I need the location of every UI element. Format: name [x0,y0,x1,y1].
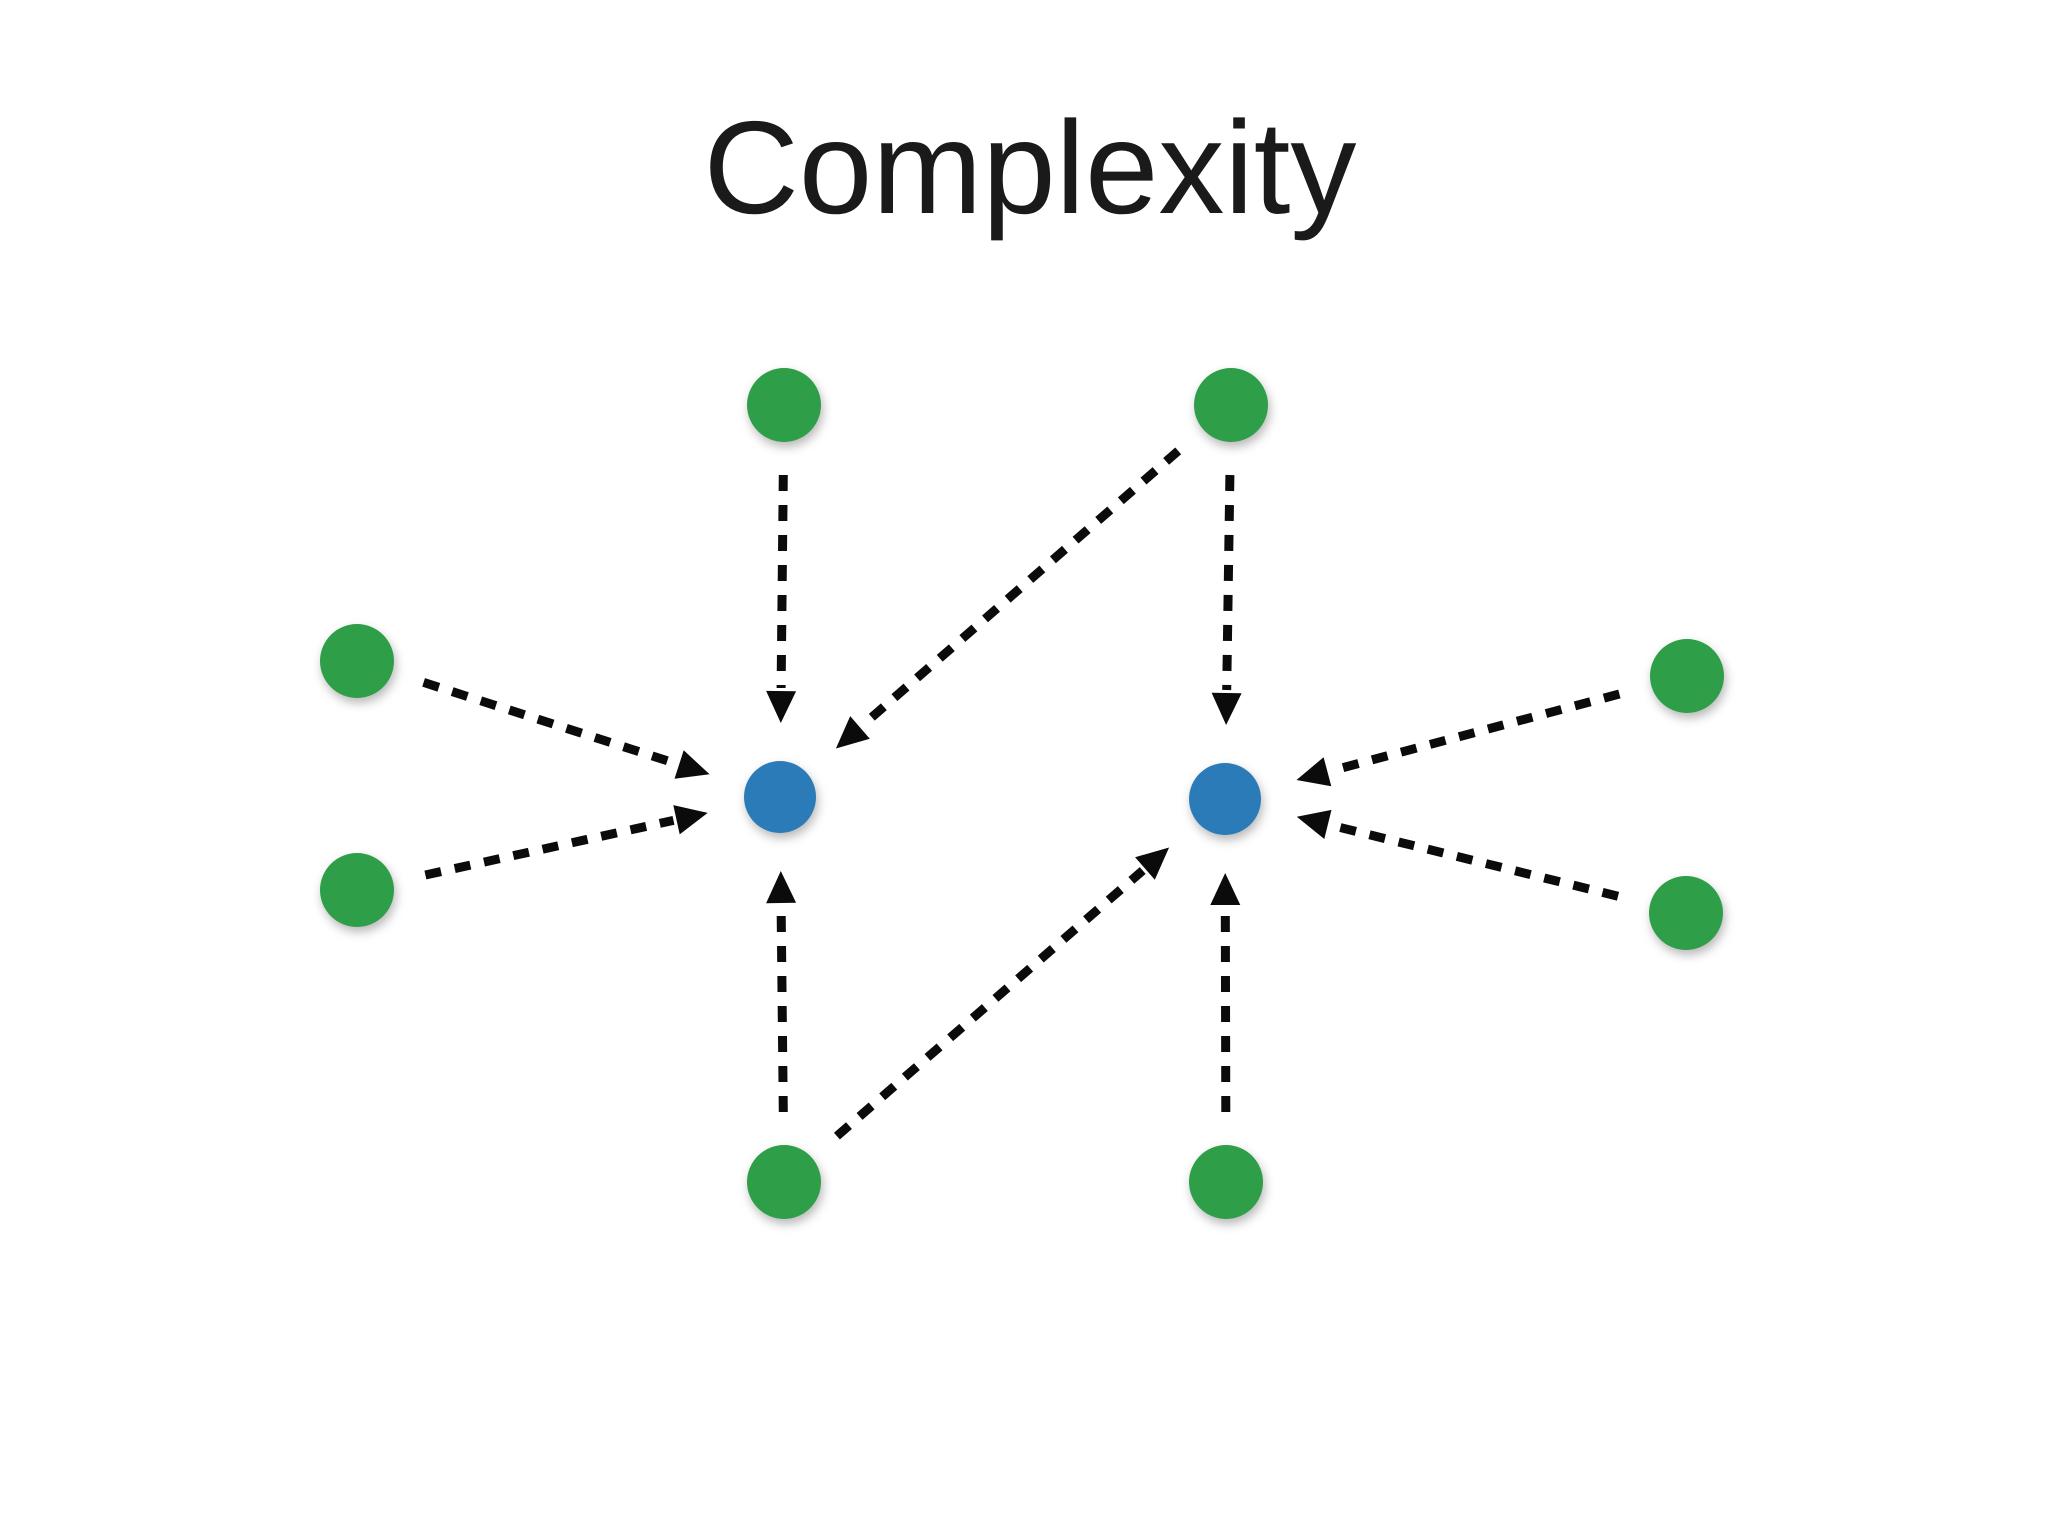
edge-green-right-lower-to-hub-right [1329,820,1620,901]
node-green-right-upper [1650,639,1724,713]
arrowhead-icon-green-right-lower-to-hub-right [1296,809,1332,839]
edge-green-bottom-left-to-hub-left [776,905,788,1113]
edge-green-bottom-left-to-hub-right [833,867,1146,1140]
edge-green-right-upper-to-hub-right [1329,689,1621,776]
edge-green-bottom-right-to-hub-right [1220,907,1231,1113]
node-green-top-right [1194,368,1268,442]
node-green-left-upper [320,624,394,698]
edge-green-left-upper-to-hub-left [422,678,678,768]
arrowhead-icon-green-bottom-right-to-hub-right [1210,873,1241,905]
edge-green-left-lower-to-hub-left [424,816,675,880]
page-title: Complexity [704,94,1357,241]
node-hub-right [1189,763,1261,835]
edge-green-top-right-to-hub-right [1222,474,1235,691]
edge-green-top-right-to-hub-left [859,447,1182,729]
arrowhead-icon-green-bottom-left-to-hub-right [1135,847,1170,880]
arrowhead-icon-green-right-upper-to-hub-right [1296,757,1332,787]
arrowhead-icon-green-top-right-to-hub-left [835,716,870,749]
arrowhead-icon-green-bottom-left-to-hub-left [766,871,797,904]
arrowhead-icon-green-top-right-to-hub-right [1211,692,1242,725]
node-green-top-left [747,368,821,442]
arrowhead-icon-green-left-upper-to-hub-left [674,750,710,779]
arrowhead-icon-green-left-lower-to-hub-left [673,805,708,835]
node-green-bottom-right [1189,1145,1263,1219]
edge-green-top-left-to-hub-left [776,474,788,689]
node-hub-left [744,761,816,833]
node-green-bottom-left [747,1145,821,1219]
node-green-right-lower [1649,876,1723,950]
node-green-left-lower [320,853,394,927]
arrowhead-icon-green-top-left-to-hub-left [766,690,797,723]
